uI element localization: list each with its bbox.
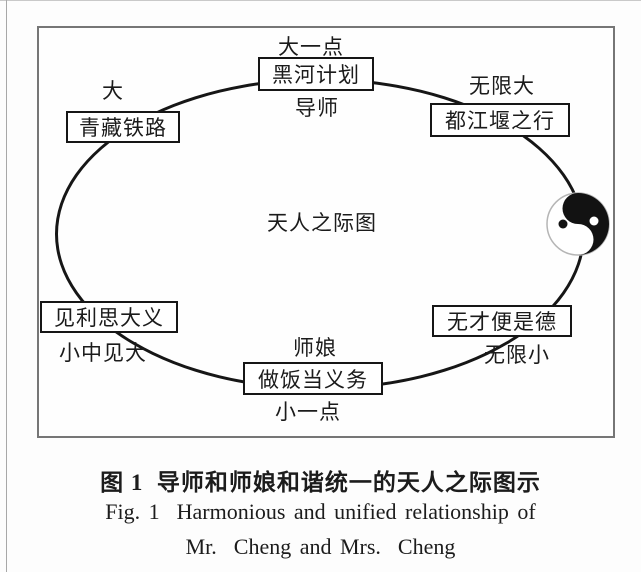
node-box-heihe: 黑河计划 [258,57,374,91]
node-box-jianli: 见利思大义 [40,301,178,333]
node-box-qingzang: 青藏铁路 [66,111,180,143]
figure-caption-en-line1: Fig. 1 Harmonious and unified relationsh… [105,499,536,524]
scan-edge-top [0,0,641,1]
node-box-wucai: 无才便是德 [432,305,572,337]
annotation-shiniang: 师娘 [293,336,337,360]
yin-yang-icon [546,192,610,256]
annotation-xiaoyidian: 小一点 [275,400,341,424]
annotation-dayidian: 大一点 [278,35,344,59]
figure-caption-zh: 图 1 导师和师娘和谐统一的天人之际图示 [100,470,541,495]
diagram-center-title: 天人之际图 [267,211,377,235]
node-box-zuofan: 做饭当义务 [243,362,383,395]
annotation-daoshi: 导师 [295,96,339,120]
annotation-wuxianda: 无限大 [469,74,535,98]
node-box-dujiang: 都江堰之行 [430,103,570,137]
annotation-wuxianxiao: 无限小 [484,343,550,367]
scan-edge-left [6,0,7,572]
annotation-xiaozhongjianda: 小中见大 [59,341,147,365]
annotation-da: 大 [102,79,124,103]
figure-caption-en-line2: Mr. Cheng and Mrs. Cheng [185,534,456,559]
